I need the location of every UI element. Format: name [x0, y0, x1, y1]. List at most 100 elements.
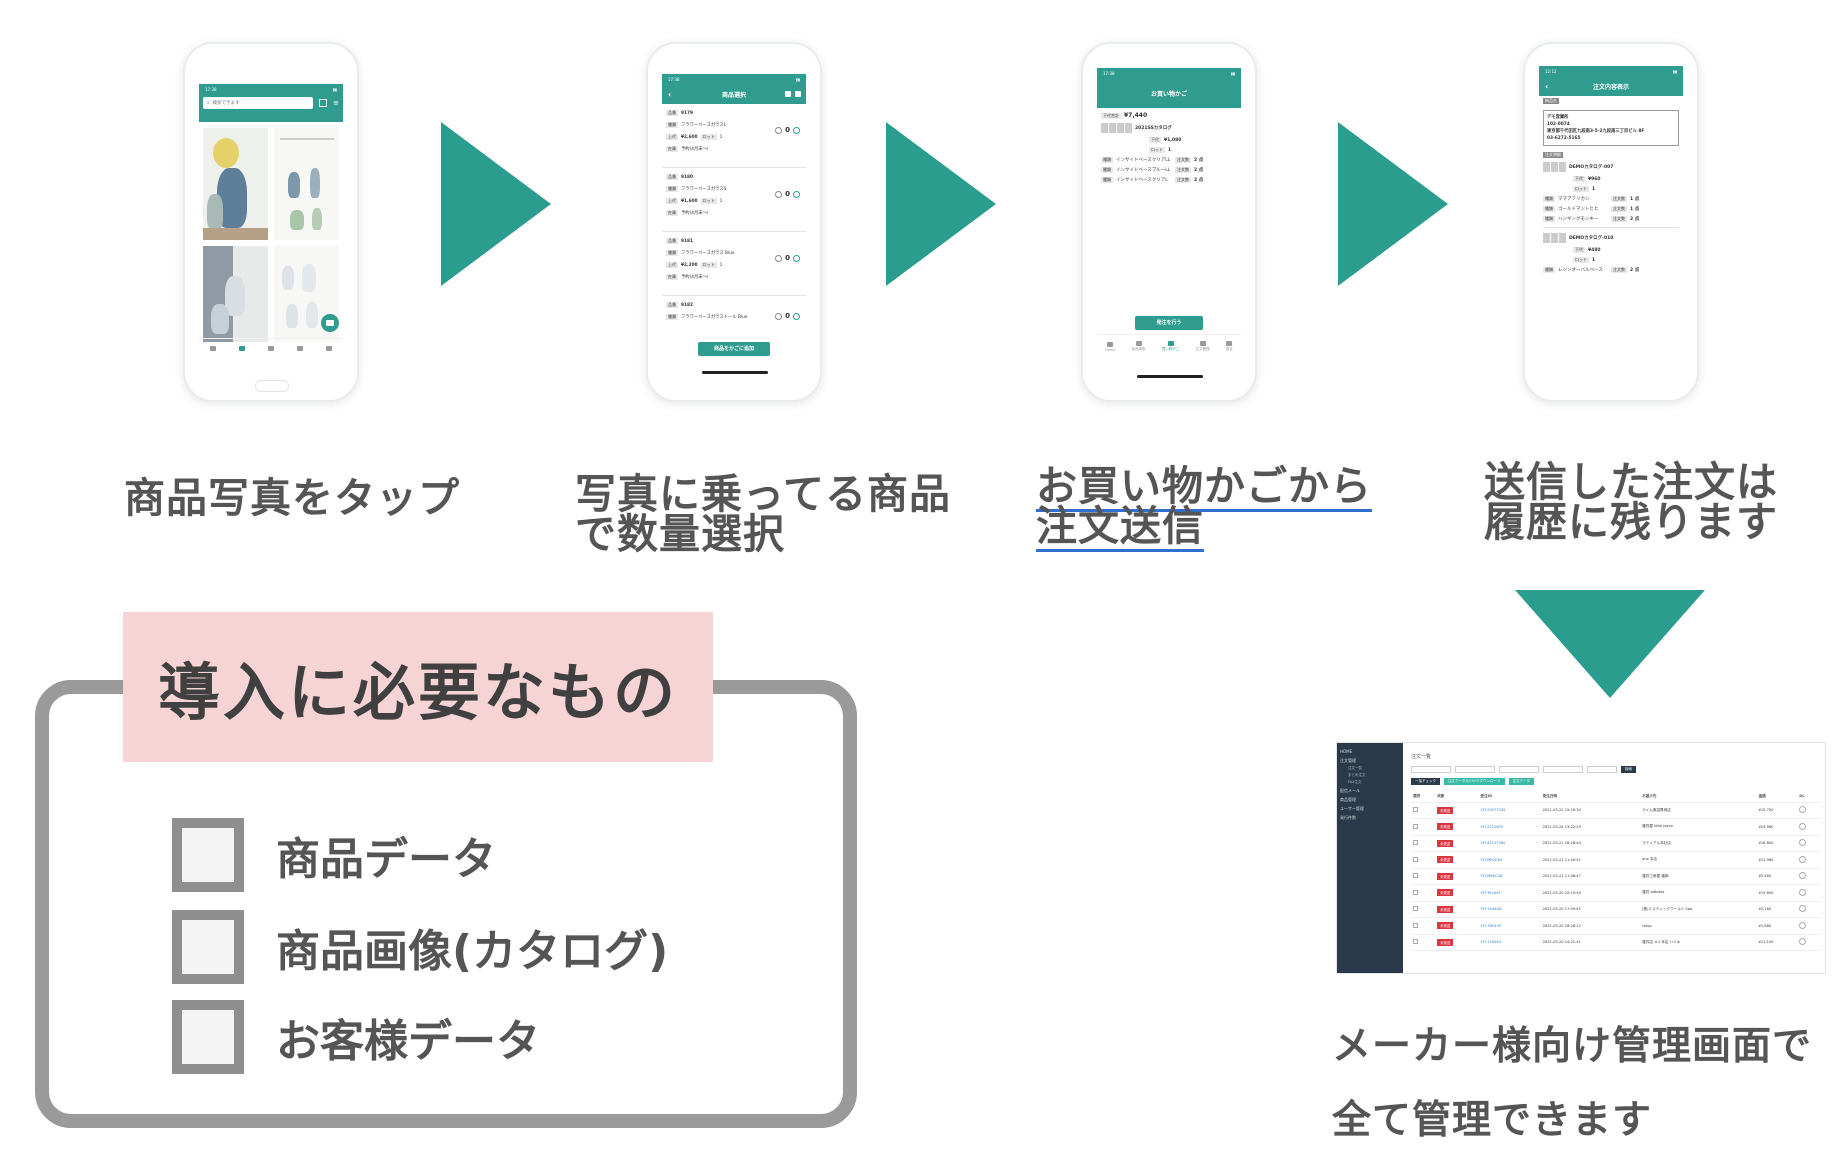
minus-icon[interactable] — [775, 190, 783, 198]
sidebar-item-mail[interactable]: 配信メール — [1340, 788, 1360, 793]
sidebar-item-count[interactable]: 発行件数 — [1340, 815, 1356, 820]
order-data-button[interactable]: 注文データ — [1508, 777, 1535, 785]
row-checkbox[interactable] — [1413, 889, 1418, 895]
quantity-stepper[interactable]: 0 — [775, 254, 800, 262]
catalog-photo[interactable] — [203, 128, 268, 240]
grid-view-icon[interactable] — [319, 99, 328, 107]
sidebar-item-home[interactable]: HOME — [1340, 749, 1353, 754]
sidebar-item-orders[interactable]: 注文管理 — [1340, 758, 1356, 763]
document-icon[interactable] — [795, 91, 801, 97]
quantity-stepper[interactable]: 0 — [775, 126, 800, 134]
download-radio[interactable] — [1799, 839, 1807, 847]
table-row[interactable]: 未発送 YF17183A3 2021-03-20 14:21:41 雑貨店 メイ… — [1411, 934, 1821, 951]
quantity-stepper[interactable]: 0 — [775, 312, 800, 320]
download-radio[interactable] — [1799, 822, 1807, 830]
table-row[interactable]: 未発送 YF1MR2D00 2021-03-21 11:49:51 anv 本店… — [1411, 851, 1821, 869]
table-row[interactable]: 未発送 YF17A4A0D 2021-03-20 17:09:42 (株)ミステ… — [1411, 901, 1821, 918]
order-id-link[interactable]: YF1MBEC48 — [1478, 868, 1541, 885]
sidebar-item-products[interactable]: 商品管理 — [1340, 797, 1356, 802]
download-radio[interactable] — [1799, 938, 1807, 946]
order-id-link[interactable]: YF122226PS — [1478, 818, 1541, 836]
date-from-input[interactable] — [1411, 765, 1451, 773]
back-icon[interactable]: ‹ — [668, 89, 672, 99]
status-badge: 未発送 — [1437, 889, 1454, 897]
label: ロット — [1573, 186, 1589, 192]
row-checkbox[interactable] — [1413, 906, 1418, 912]
history-icon[interactable] — [296, 346, 303, 351]
tab-search[interactable]: 商品検索 — [1132, 341, 1146, 352]
keyword-input[interactable] — [1499, 765, 1539, 773]
tab-cart[interactable]: 買い物かご — [1162, 341, 1179, 352]
catalog-photo[interactable] — [274, 128, 339, 240]
order-id-link[interactable]: YF147217380 — [1478, 835, 1541, 852]
search-input[interactable]: ⌕ 検索できます — [203, 97, 314, 109]
settings-icon[interactable] — [325, 346, 332, 351]
minus-icon[interactable] — [775, 254, 783, 262]
row-checkbox[interactable] — [1413, 873, 1418, 879]
phone-order-detail: 12:12▮▮ ‹注文内容表示 納品先 デモ営業所 102-0074 東京都千代… — [1523, 42, 1699, 402]
table-row[interactable]: 未発送 YF1MBEC48 2021-03-21 11:58:47 雑貨工房屋 … — [1411, 868, 1821, 885]
status-input[interactable] — [1543, 765, 1583, 773]
table-row[interactable]: 未発送 YF122226PS 2021-03-24 13:22:29 雑貨屋 l… — [1411, 818, 1821, 836]
sidebar-item-users[interactable]: ユーザー管理 — [1340, 806, 1364, 811]
catalog-photo[interactable] — [203, 246, 268, 342]
search-tab-icon[interactable] — [239, 346, 246, 351]
catalog-icon[interactable] — [785, 91, 791, 97]
table-row[interactable]: 未発送 YF123977345 2021-03-22 15:16:30 ライム美… — [1411, 802, 1821, 819]
list-view-icon[interactable]: ≡ — [333, 99, 339, 107]
back-icon[interactable]: ‹ — [1545, 81, 1549, 91]
tab-settings[interactable]: 設定 — [1226, 341, 1233, 352]
plus-icon[interactable] — [793, 126, 800, 134]
table-row[interactable]: 未発送 YF17BD1VF 2021-03-20 16:28:12 ratyo … — [1411, 917, 1821, 935]
sidebar-subitem[interactable]: まとめ注文 — [1348, 773, 1366, 777]
download-radio[interactable] — [1799, 905, 1807, 913]
row-checkbox[interactable] — [1413, 856, 1418, 862]
order-id-link[interactable]: YF123977345 — [1478, 802, 1541, 819]
tab-home[interactable]: Home — [1105, 341, 1115, 352]
order-id-link[interactable]: YF1MR2D00 — [1478, 851, 1541, 869]
download-radio[interactable] — [1799, 806, 1807, 814]
checkbox-icon — [172, 1000, 244, 1074]
camera-button[interactable] — [321, 314, 339, 332]
sidebar-subitem[interactable]: 注文一覧 — [1348, 766, 1362, 770]
row-checkbox[interactable] — [1413, 922, 1418, 928]
cart-icon[interactable] — [267, 346, 274, 351]
plus-icon[interactable] — [793, 190, 800, 198]
download-radio[interactable] — [1799, 855, 1807, 863]
download-radio[interactable] — [1799, 888, 1807, 896]
arrow-right-icon — [441, 122, 551, 286]
order-id-link[interactable]: YF17183A3 — [1478, 934, 1541, 951]
line-qty: 2 点 — [1194, 178, 1204, 183]
sidebar-subitem[interactable]: FAX注文 — [1348, 780, 1362, 784]
csv-download-button[interactable]: 注文データをCSVでダウンロード — [1444, 777, 1505, 785]
plus-icon[interactable] — [793, 254, 800, 262]
download-radio[interactable] — [1799, 921, 1807, 929]
quantity-stepper[interactable]: 0 — [775, 190, 800, 198]
date-to-input[interactable] — [1455, 765, 1495, 773]
order-id-link[interactable]: YF1TKLA4F — [1478, 884, 1541, 902]
column-header: 受注日時 — [1540, 791, 1632, 803]
download-radio[interactable] — [1799, 872, 1807, 880]
order-id-link[interactable]: YF17BD1VF — [1478, 917, 1541, 935]
table-row[interactable]: 未発送 YF1TKLA4F 2021-03-20 22:19:49 雑貨 bit… — [1411, 884, 1821, 902]
line-qty: 1 点 — [1630, 197, 1640, 202]
table-row[interactable]: 未発送 YF147217380 2021-03-21 18:28:44 マテイア… — [1411, 835, 1821, 852]
home-icon[interactable] — [210, 346, 217, 351]
tab-history[interactable]: 注文履歴 — [1196, 341, 1210, 352]
row-checkbox[interactable] — [1413, 823, 1418, 829]
add-to-cart-button[interactable]: 商品をかごに追加 — [698, 342, 770, 356]
status-icons: ▮▮ — [332, 86, 337, 92]
row-checkbox[interactable] — [1413, 807, 1418, 813]
requirement-label: 商品データ — [276, 834, 496, 885]
plus-icon[interactable] — [793, 312, 800, 320]
sort-select[interactable] — [1587, 765, 1617, 773]
catalog-photo[interactable] — [274, 246, 339, 342]
minus-icon[interactable] — [775, 126, 783, 134]
search-button[interactable]: 検索 — [1621, 765, 1636, 773]
minus-icon[interactable] — [775, 312, 783, 320]
row-checkbox[interactable] — [1413, 939, 1418, 945]
bulk-check-button[interactable]: 一括チェック — [1411, 777, 1440, 785]
order-id-link[interactable]: YF17A4A0D — [1478, 901, 1541, 918]
row-checkbox[interactable] — [1413, 840, 1418, 846]
place-order-button[interactable]: 発注を行う — [1135, 316, 1203, 330]
